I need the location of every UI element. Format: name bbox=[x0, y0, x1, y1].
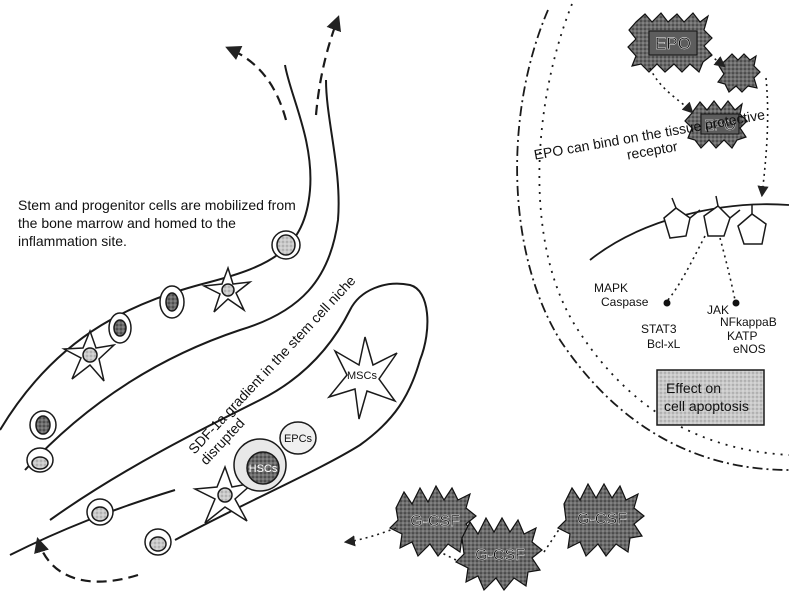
gcsf-label-left: G-CSF bbox=[410, 513, 460, 530]
signal-bclxl: Bcl-xL bbox=[647, 338, 680, 351]
cell bbox=[30, 411, 56, 439]
cell bbox=[145, 529, 171, 555]
gcsf-label-right: G-CSF bbox=[577, 511, 627, 528]
vessel bbox=[0, 65, 427, 555]
arrow-exit-left bbox=[228, 48, 286, 120]
hsc-label: HSCs bbox=[249, 463, 278, 475]
signal-nfkappab: NFkappaB bbox=[720, 316, 777, 329]
cell bbox=[87, 499, 113, 525]
effect-label-line1: Effect on bbox=[666, 380, 721, 397]
epo-receptors bbox=[664, 196, 766, 244]
signal-node-left bbox=[664, 300, 671, 307]
receptor-3 bbox=[738, 214, 766, 244]
msc-star bbox=[204, 268, 250, 312]
cell bbox=[109, 313, 131, 343]
signal-arrows bbox=[668, 236, 735, 300]
msc-label: MSCs bbox=[347, 370, 377, 382]
vessel-wall-lower bbox=[25, 80, 339, 470]
signal-enos: eNOS bbox=[733, 343, 766, 356]
cell bbox=[160, 286, 184, 318]
epo-label-top: EPO bbox=[655, 34, 691, 53]
signal-mapk: MAPK bbox=[594, 282, 628, 295]
mobilization-caption: Stem and progenitor cells are mobilized … bbox=[18, 196, 318, 250]
signal-caspase: Caspase bbox=[601, 296, 648, 309]
epc-label: EPCs bbox=[284, 433, 313, 445]
effect-label-line2: cell apoptosis bbox=[664, 398, 749, 415]
epo-molecule-small bbox=[718, 54, 760, 92]
cell bbox=[27, 448, 53, 472]
gcsf-label-center: G-CSF bbox=[475, 547, 525, 564]
msc-star bbox=[64, 331, 114, 381]
arrow-return-bottom bbox=[38, 540, 138, 582]
signal-stat3: STAT3 bbox=[641, 323, 677, 336]
signal-node-right bbox=[733, 300, 740, 307]
receptor-1 bbox=[664, 208, 690, 238]
